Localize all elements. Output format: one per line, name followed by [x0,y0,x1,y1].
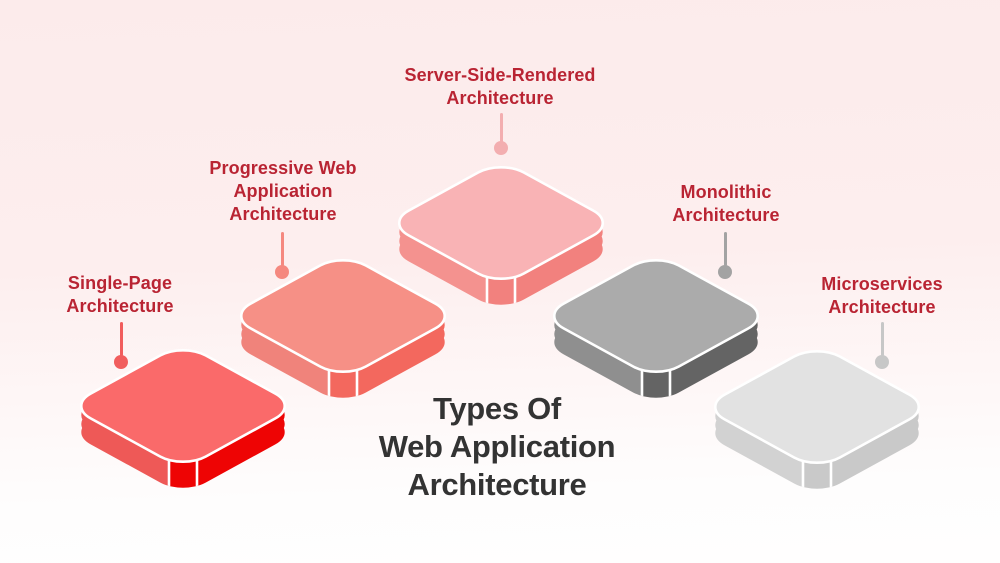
platform-single-page [68,343,298,495]
connector-dot-single-page [114,355,128,369]
connector-dot-monolithic [718,265,732,279]
connector-dot-server-side-rendered [494,141,508,155]
connector-dot-microservices [875,355,889,369]
connector-line-single-page [119,322,123,356]
connector-line-progressive-web [280,232,284,266]
label-microservices: Microservices Architecture [821,274,943,317]
label-progressive-web: Progressive Web Application Architecture [209,158,357,224]
platform-top-face [702,344,932,470]
platform-top-face [386,160,616,286]
platform-microservices [702,344,932,496]
platform-top-face [541,253,771,379]
page-title: Types Of Web Application Architecture [378,391,616,502]
platform-server-side-rendered [386,160,616,312]
connector-line-monolithic [723,232,727,266]
connector-line-microservices [880,322,884,356]
label-server-side-rendered: Server-Side-Rendered Architecture [404,65,596,108]
label-single-page: Single-Page Architecture [66,273,174,316]
platform-top-face [228,253,458,379]
platform-monolithic [541,253,771,405]
label-monolithic: Monolithic Architecture [672,182,780,225]
platform-top-face [68,343,298,469]
connector-dot-progressive-web [275,265,289,279]
connector-line-server-side-rendered [499,113,503,143]
